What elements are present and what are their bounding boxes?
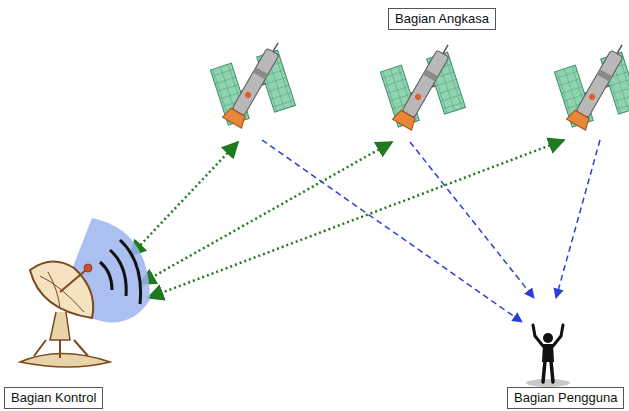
ground-antenna [20,218,150,367]
label-text: Bagian Angkasa [395,11,489,26]
space-segment-label: Bagian Angkasa [388,8,496,30]
control-segment-label: Bagian Kontrol [4,387,103,409]
label-text: Bagian Pengguna [514,390,617,405]
label-text: Bagian Kontrol [11,390,96,405]
user-segment-label: Bagian Pengguna [507,387,624,409]
user-figure [526,325,570,387]
